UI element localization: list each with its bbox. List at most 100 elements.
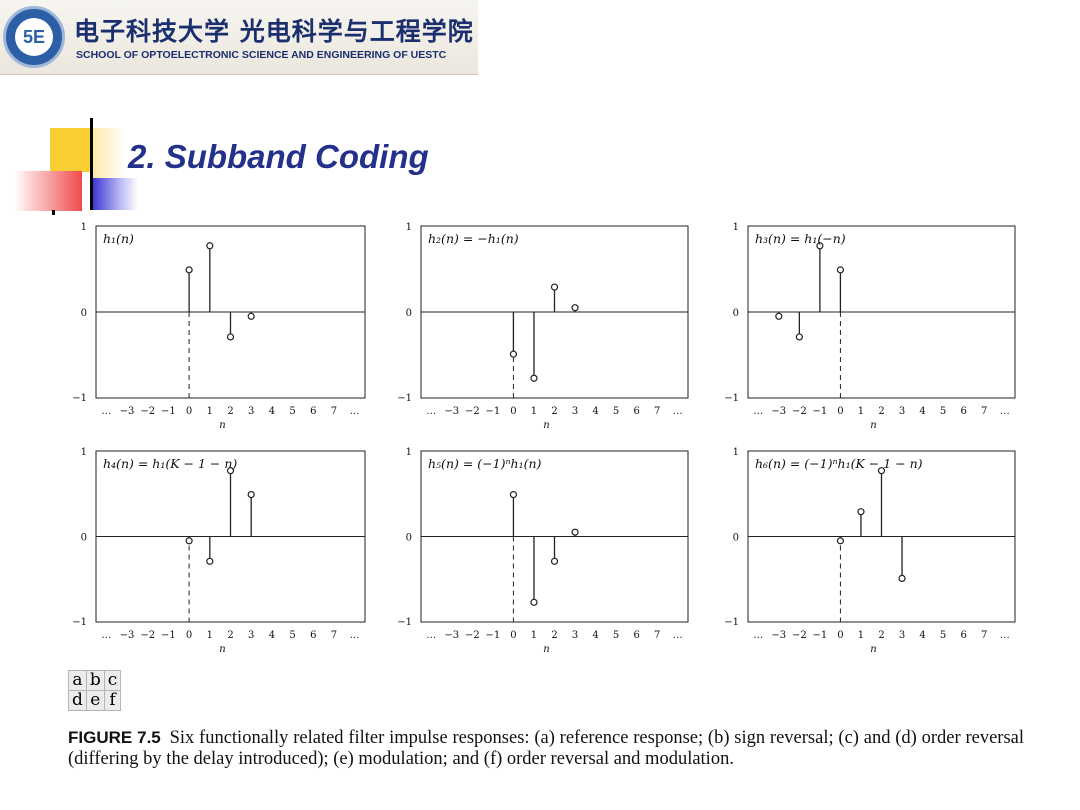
x-tick-label: 2 (878, 406, 884, 417)
x-tick-label: 0 (837, 406, 843, 417)
stem-point (509, 350, 518, 358)
x-tick-label: 5 (613, 406, 619, 417)
x-tick-label: 5 (613, 630, 619, 641)
impulse-response-figure: h₁(n) 1 0 −1 … −3 −2 −1 0 1 2 3 4 5 6 7 … n h₂(n) = −h₁(n)… (72, 222, 1016, 655)
x-tick-label: 4 (269, 406, 275, 417)
plot-title: h₂(n) = −h₁(n) (428, 231, 519, 246)
x-axis-label: n (870, 644, 876, 655)
school-name-cn: 电子科技大学 光电科学与工程学院 (74, 17, 474, 46)
y-tick-label: −1 (397, 393, 412, 404)
stem-point (226, 333, 235, 341)
y-tick-label: 1 (733, 222, 739, 233)
panel-letter: e (85, 690, 105, 711)
x-tick-label: 7 (654, 406, 660, 417)
x-tick-label: −2 (465, 406, 480, 417)
x-tick-label: 7 (981, 406, 987, 417)
x-tick-label: −1 (813, 630, 828, 641)
x-tick-label: −2 (140, 630, 155, 641)
slide-title: 2. Subband Coding (128, 138, 429, 175)
x-tick-label: 4 (269, 630, 275, 641)
x-tick-label: 3 (899, 630, 905, 641)
x-tick-label: 6 (310, 406, 316, 417)
x-tick-label: 2 (227, 406, 233, 417)
x-tick-label: 2 (227, 630, 233, 641)
x-tick-label: 1 (858, 406, 864, 417)
x-tick-label: 2 (878, 630, 884, 641)
y-tick-label: 0 (733, 533, 739, 544)
stem-point (530, 598, 538, 606)
x-tick-label: … (1000, 630, 1010, 641)
x-tick-label: … (350, 630, 360, 641)
y-tick-label: −1 (72, 393, 87, 404)
y-tick-label: 0 (406, 533, 412, 544)
figure-caption-text: Six functionally related filter impulse … (68, 728, 1024, 769)
x-axis-label: n (543, 644, 549, 655)
x-tick-label: −3 (444, 630, 459, 641)
panel-letter: f (103, 690, 122, 711)
y-tick-label: 1 (733, 447, 739, 458)
x-tick-label: −1 (486, 630, 501, 641)
x-tick-label: … (673, 630, 683, 641)
stem-point (550, 557, 559, 565)
stem-point (816, 242, 824, 250)
x-tick-label: 3 (572, 406, 578, 417)
x-tick-label: −1 (161, 406, 176, 417)
x-axis-label: n (219, 420, 225, 431)
x-tick-label: 0 (510, 630, 516, 641)
plot-title: h₃(n) = h₁(−n) (755, 231, 846, 246)
stem-point (226, 467, 235, 475)
plot-title: h₄(n) = h₁(K − 1 − n) (103, 456, 237, 471)
school-header: 5E 电子科技大学 光电科学与工程学院 SCHOOL OF OPTOELECTR… (0, 0, 478, 75)
x-tick-label: 5 (940, 406, 946, 417)
stem-point (247, 312, 255, 320)
x-tick-label: … (350, 406, 360, 417)
x-tick-label: … (1000, 406, 1010, 417)
x-tick-label: −1 (161, 630, 176, 641)
x-tick-label: 0 (186, 630, 192, 641)
title-decoration-yellow (50, 128, 90, 172)
y-tick-label: 1 (406, 222, 412, 233)
x-tick-label: −1 (486, 406, 501, 417)
y-tick-label: 0 (406, 308, 412, 319)
x-tick-label: 4 (919, 630, 925, 641)
x-tick-label: 1 (207, 630, 213, 641)
stem-point (206, 557, 214, 565)
panel-letter-grid: a b c d e f (68, 670, 122, 711)
x-tick-label: 0 (186, 406, 192, 417)
stem-point (836, 537, 845, 545)
stem-point (836, 266, 845, 274)
x-axis-label: n (870, 420, 876, 431)
x-tick-label: 5 (289, 630, 295, 641)
x-tick-label: 1 (531, 406, 537, 417)
stem-point (247, 491, 255, 499)
x-tick-label: −1 (813, 406, 828, 417)
x-tick-label: 3 (572, 630, 578, 641)
stem-point (877, 467, 886, 475)
x-tick-label: 2 (551, 630, 557, 641)
university-logo-icon: 5E (3, 6, 65, 68)
figure-caption: FIGURE 7.5 Six functionally related filt… (68, 727, 1024, 770)
title-decoration-red (14, 171, 82, 211)
x-tick-label: 4 (919, 406, 925, 417)
y-tick-label: 0 (81, 533, 87, 544)
title-decoration-blue (92, 178, 138, 210)
title-decoration-line (90, 118, 93, 210)
stem-point (857, 508, 865, 516)
x-tick-label: −3 (771, 630, 786, 641)
stem-point (206, 242, 214, 250)
x-tick-label: … (101, 406, 111, 417)
x-tick-label: 7 (654, 630, 660, 641)
x-tick-label: 3 (899, 406, 905, 417)
figure-label: FIGURE 7.5 (68, 728, 161, 747)
x-tick-label: −3 (444, 406, 459, 417)
panel-letter: c (103, 670, 122, 691)
y-tick-label: 0 (733, 308, 739, 319)
stem-point (795, 333, 803, 341)
x-tick-label: … (101, 630, 111, 641)
plot-title: h₁(n) (103, 231, 134, 246)
y-tick-label: 1 (81, 222, 87, 233)
x-tick-label: 6 (960, 406, 966, 417)
x-tick-label: −3 (771, 406, 786, 417)
x-tick-label: 1 (531, 630, 537, 641)
x-tick-label: −3 (120, 406, 135, 417)
